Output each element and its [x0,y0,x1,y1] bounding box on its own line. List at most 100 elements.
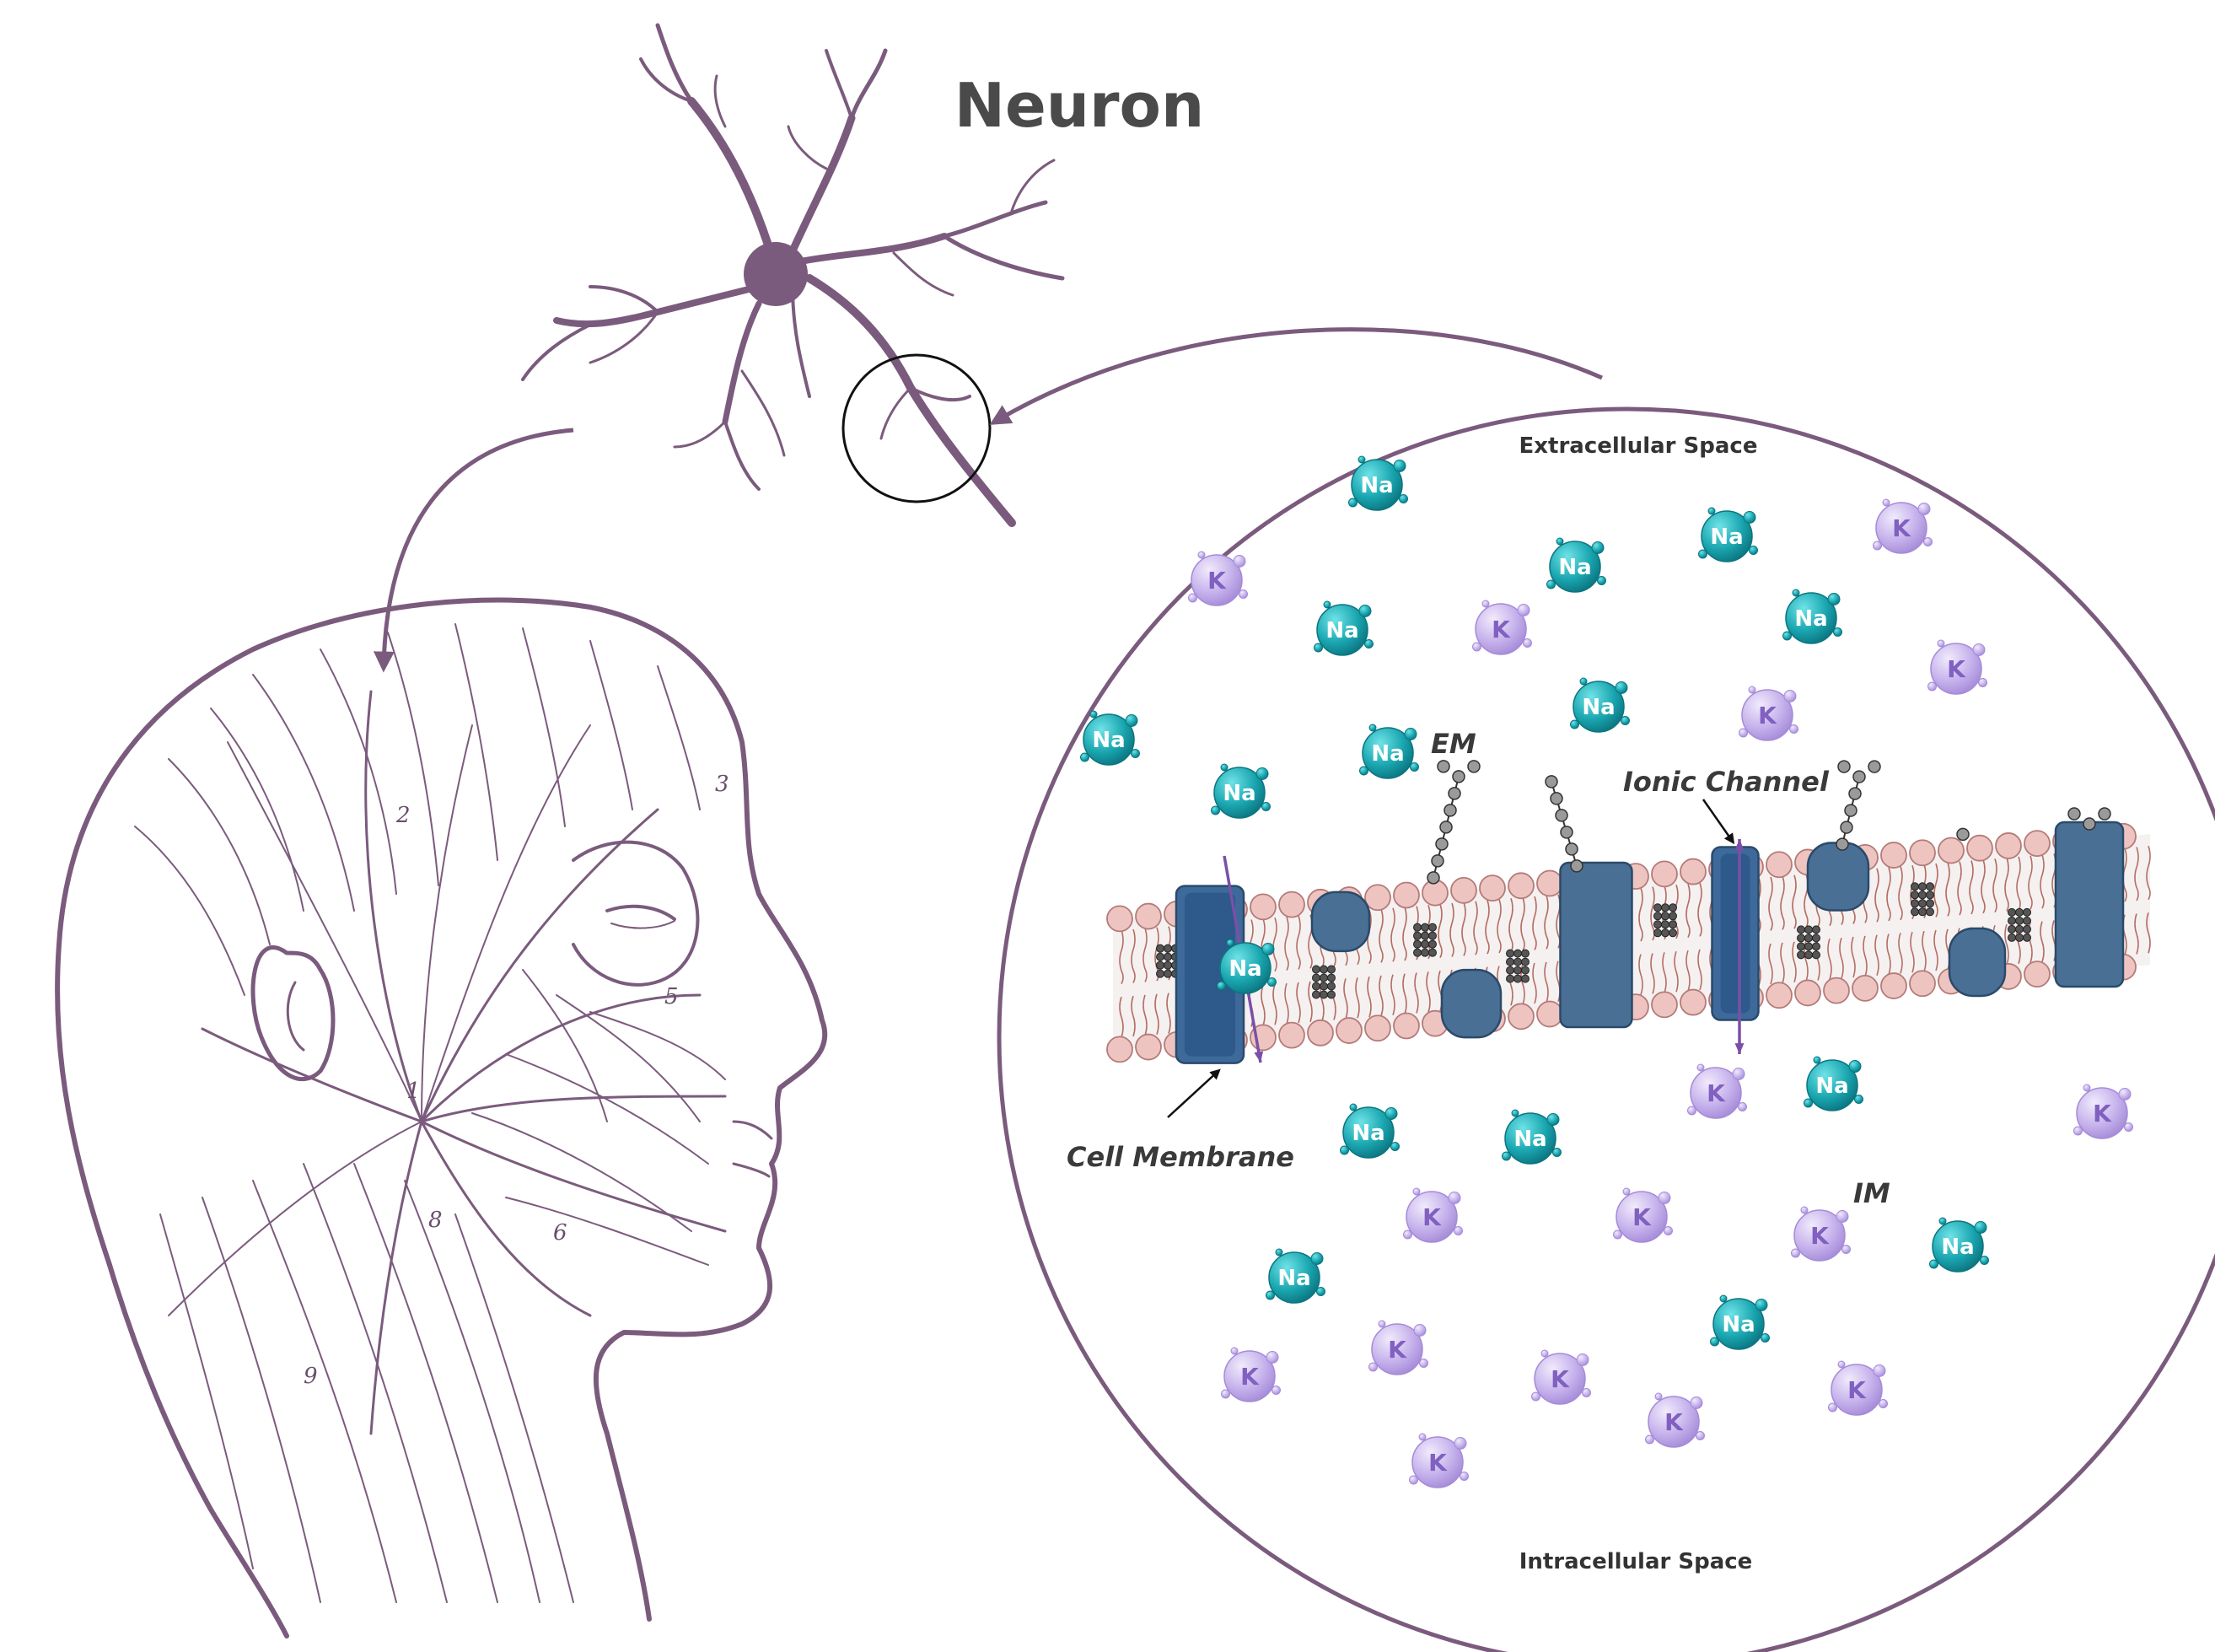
sodium-ion: Na [1348,455,1408,511]
lipid-tail [1367,976,1372,1018]
sodium-ion: Na [1929,1217,1989,1273]
potassium-symbol: K [1947,655,1966,683]
potassium-ion: K [1873,498,1933,554]
sodium-symbol: Na [1794,606,1827,632]
cholesterol-cluster [1156,944,1180,978]
lipid-tail [1685,883,1691,938]
nerve-number: 5 [664,984,679,1009]
cholesterol-cluster [1653,903,1677,938]
lipid-head [1536,869,1563,897]
potassium-symbol: K [1428,1449,1448,1477]
potassium-symbol: K [1664,1408,1684,1436]
nerve-number: 6 [553,1220,567,1246]
sodium-symbol: Na [1352,1121,1384,1146]
lipid-head [1393,1012,1420,1040]
lipid-tail [1981,859,1986,914]
lipid-tail [1461,901,1466,956]
lipid-head [1364,884,1391,912]
transmembrane-protein-2 [2054,821,2125,988]
sodium-ion: Na [1080,710,1140,766]
potassium-ion: K [1368,1320,1428,1375]
sodium-symbol: Na [1325,618,1358,643]
lipid-head [1336,1017,1363,1044]
potassium-symbol: K [1240,1363,1260,1391]
lipid-tail [1839,937,1844,979]
potassium-symbol: K [1551,1365,1570,1393]
glycan-chain [1956,827,1970,842]
cholesterol-cluster [1797,925,1820,960]
lipid-head [1880,972,1907,999]
potassium-symbol: K [1388,1336,1407,1364]
sodium-symbol: Na [1223,781,1255,806]
lipid-head [1909,839,1936,867]
lipid-tail [1886,867,1891,922]
lipid-head [1508,872,1535,900]
extracellular-space-label: Extracellular Space [1519,433,1758,459]
lipid-tail [1969,860,1974,915]
lipid-tail [2134,847,2139,901]
lipid-tail [1367,909,1372,964]
sodium-symbol: Na [1092,728,1125,753]
lipid-tail [1142,994,1148,1036]
zoom-region-circle [841,353,992,503]
intracellular-space-label: Intracellular Space [1519,1549,1753,1574]
lipid-tail [1142,928,1148,982]
lipid-head [1852,974,1879,1002]
sodium-symbol: Na [1558,555,1591,580]
cholesterol-cluster [1911,882,1934,917]
lipid-head [1364,1014,1391,1042]
potassium-ion: K [1409,1433,1469,1488]
potassium-ion: K [1472,600,1532,655]
lipid-tail [1874,868,1879,923]
lipid-tail [1296,982,1301,1024]
lipid-tail [1296,915,1301,970]
magnified-membrane-circle [997,406,2215,1652]
lipid-head [1106,905,1133,933]
lipid-tail [1780,875,1785,930]
lipid-head [1651,991,1678,1019]
sodium-ion: Na [1804,1056,1863,1111]
lipid-head [1938,837,1965,864]
potassium-symbol: K [1810,1222,1830,1250]
lipid-tail [2134,913,2139,955]
lipid-tail [2028,855,2033,910]
sodium-ion: Na [1698,507,1758,562]
diagram-title: Neuron [954,70,1205,141]
lipid-tail [1910,932,1915,973]
sodium-ion: Na [1710,1294,1770,1350]
potassium-symbol: K [1847,1376,1867,1404]
lipid-tail [1284,982,1289,1025]
lipid-tail [1886,934,1891,975]
lipid-tail [1355,977,1360,1019]
lipid-tail [1957,861,1962,916]
lipid-tail [1898,866,1903,921]
lipid-tail [1449,902,1454,957]
lipid-tail [1390,974,1395,1016]
lipid-tail [1874,934,1879,976]
peripheral-protein-bottom [1440,968,1503,1039]
sodium-symbol: Na [1815,1074,1848,1099]
lipid-tail [2004,857,2009,912]
cholesterol-cluster [1413,923,1437,957]
lipid-tail [1922,930,1927,972]
lipid-head [2024,961,2051,988]
im-label: IM [1853,1177,1890,1209]
sodium-ion: Na [1570,677,1630,733]
sodium-symbol: Na [1710,525,1743,550]
lipid-head [1307,1019,1334,1047]
nerve-number: 8 [428,1208,443,1233]
lipid-tail [1898,933,1903,974]
lipid-head [1680,858,1707,885]
lipid-tail [1520,896,1525,952]
lipid-head [1680,988,1707,1016]
lipid-tail [1284,916,1289,971]
head-illustration [55,597,828,1639]
arrow-membrane-to-neuron [989,327,1604,425]
lipid-tail [1638,887,1643,942]
lipid-head [1909,970,1936,998]
nerve-number: 1 [406,1079,421,1104]
nerve-number: 2 [395,803,411,828]
lipid-tail [1532,962,1537,1004]
potassium-ion: K [1687,1063,1747,1119]
potassium-ion: K [1531,1349,1591,1405]
